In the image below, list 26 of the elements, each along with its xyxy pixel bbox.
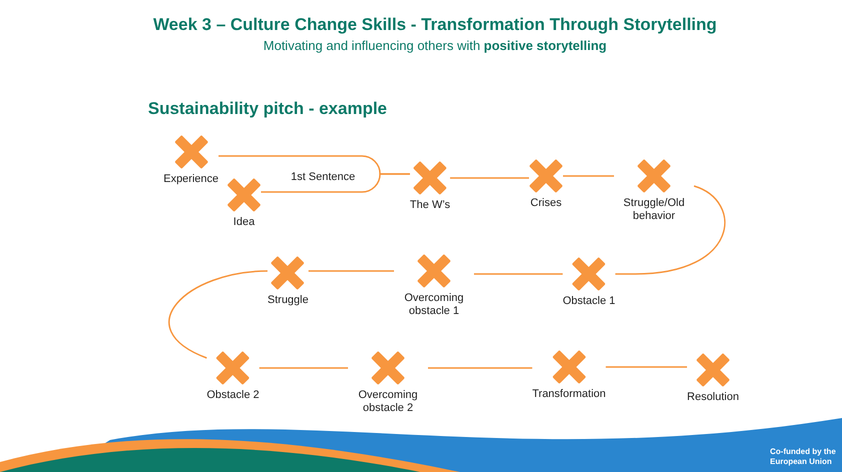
connector-line	[428, 367, 532, 369]
connector-line	[168, 270, 268, 359]
section-heading: Sustainability pitch - example	[148, 98, 388, 120]
connector-line	[261, 173, 410, 193]
connector-line	[259, 367, 348, 369]
subtitle: Motivating and influencing others with positive storytelling	[262, 37, 608, 55]
connector-line	[450, 177, 529, 179]
stage-label: Resolution	[687, 391, 739, 404]
connector-line	[474, 273, 563, 275]
slide-title: Week 3 – Culture Change Skills - Transformation Through Storytelling	[152, 14, 718, 36]
connector-line	[606, 366, 687, 368]
stage-label: Crises	[530, 197, 562, 210]
stage-label: Struggle	[268, 294, 308, 307]
stage-label: Transformation	[532, 388, 606, 401]
stage-label: Struggle/Old behavior	[622, 197, 686, 223]
connector-line	[563, 175, 614, 177]
connector-line	[615, 185, 726, 275]
stage-label: Experience	[163, 173, 219, 186]
stage-label: Obstacle 2	[206, 389, 260, 402]
stage-label: Obstacle 1	[562, 295, 616, 308]
connector-line	[308, 270, 394, 272]
stage-label: Overcoming obstacle 1	[403, 292, 465, 318]
stage-label: Idea	[233, 216, 255, 229]
stage-label: Overcoming obstacle 2	[357, 389, 419, 415]
funding-note: Co-funded by the European Union	[770, 447, 837, 467]
stage-label: The W’s	[410, 199, 450, 212]
